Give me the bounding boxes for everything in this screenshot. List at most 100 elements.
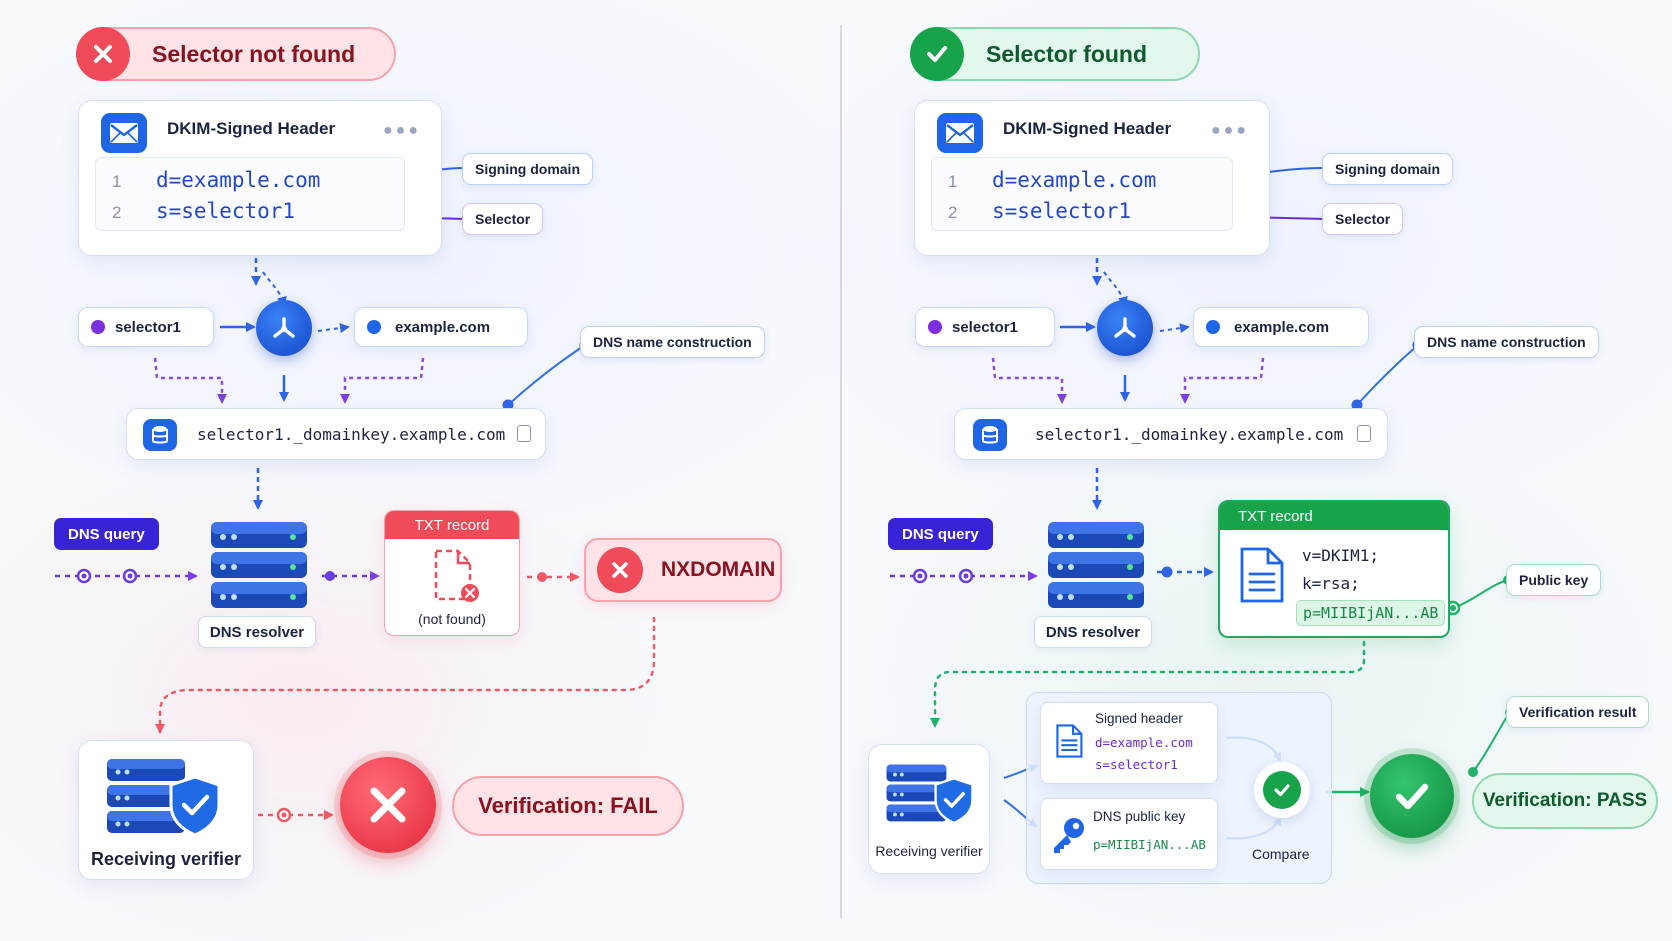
left-banner-text: Selector not found bbox=[152, 40, 356, 67]
envelope-icon bbox=[101, 113, 147, 153]
left-dkim-header-card: DKIM-Signed Header ●●● 1 2 d=example.com… bbox=[78, 100, 442, 256]
line-number: 1 bbox=[112, 172, 122, 191]
copy-icon[interactable] bbox=[1357, 425, 1371, 442]
left-status-banner: Selector not found bbox=[76, 27, 396, 81]
right-tag-selector: Selector bbox=[1322, 203, 1404, 235]
pill-label: selector1 bbox=[952, 318, 1018, 336]
selector-dot-icon bbox=[928, 320, 942, 334]
left-server-icon bbox=[207, 520, 311, 612]
nxdomain-badge: NXDOMAIN bbox=[584, 538, 782, 602]
badge-label: DNS query bbox=[902, 525, 979, 543]
left-selector-pill: selector1 bbox=[78, 307, 214, 347]
database-icon bbox=[973, 419, 1007, 451]
right-dns-resolver-label: DNS resolver bbox=[1034, 616, 1152, 648]
verification-text: Verification: FAIL bbox=[478, 793, 658, 818]
database-icon bbox=[143, 419, 177, 451]
envelope-icon bbox=[937, 113, 983, 153]
right-header-code: 1 2 d=example.com s=selector1 bbox=[931, 157, 1233, 231]
selector-dot-icon bbox=[91, 320, 105, 334]
left-txt-record-card: TXT record (not found) bbox=[384, 510, 520, 636]
right-dns-name-box: selector1._domainkey.example.com bbox=[954, 408, 1388, 460]
badge-label: DNS query bbox=[68, 525, 145, 543]
signed-header-selector: s=selector1 bbox=[1095, 757, 1178, 772]
tag-label: Selector bbox=[475, 211, 531, 227]
tag-label: Signing domain bbox=[475, 161, 580, 177]
left-dns-name-box: selector1._domainkey.example.com bbox=[126, 408, 546, 460]
right-status-banner: Selector found bbox=[910, 27, 1200, 81]
txt-line-public-key: p=MIIBIjAN...AB bbox=[1296, 600, 1446, 626]
right-server-icon bbox=[1044, 520, 1148, 612]
pill-label: example.com bbox=[1234, 318, 1330, 336]
file-missing-icon bbox=[430, 547, 480, 605]
right-receiving-verifier-card: Receiving verifier bbox=[868, 744, 990, 874]
right-tag-public-key: Public key bbox=[1506, 564, 1602, 596]
left-domain-pill: example.com bbox=[354, 307, 528, 347]
tag-label: DNS name construction bbox=[593, 334, 752, 350]
right-header-title: DKIM-Signed Header bbox=[1003, 119, 1172, 138]
dns-public-key-card: DNS public key p=MIIBIjAN...AB bbox=[1040, 798, 1218, 870]
txt-record-title: TXT record bbox=[385, 511, 519, 539]
right-tag-verification-result: Verification result bbox=[1506, 696, 1650, 728]
x-icon bbox=[597, 547, 643, 593]
line-number: 2 bbox=[112, 203, 122, 222]
nxdomain-text: NXDOMAIN bbox=[661, 558, 776, 581]
left-tag-dns-name-construction: DNS name construction bbox=[580, 326, 765, 358]
txt-not-found: (not found) bbox=[418, 611, 486, 627]
tag-label: Public key bbox=[1519, 572, 1589, 588]
code-line-selector: s=selector1 bbox=[156, 199, 296, 223]
right-banner-text: Selector found bbox=[986, 40, 1148, 67]
tag-label: Verification result bbox=[1519, 704, 1637, 720]
shield-check-icon bbox=[885, 761, 977, 825]
x-icon bbox=[76, 27, 130, 81]
domain-dot-icon bbox=[1206, 320, 1220, 334]
verification-pass-badge: Verification: PASS bbox=[1472, 773, 1658, 829]
check-icon bbox=[910, 27, 964, 81]
more-options-icon[interactable]: ●●● bbox=[383, 122, 421, 139]
left-tag-selector: Selector bbox=[462, 203, 544, 235]
right-tag-signing-domain: Signing domain bbox=[1322, 153, 1453, 185]
receiving-verifier-label: Receiving verifier bbox=[875, 843, 983, 859]
pass-check-icon bbox=[1370, 754, 1454, 838]
signed-header-title: Signed header bbox=[1095, 711, 1183, 726]
compare-check-icon bbox=[1254, 762, 1310, 818]
tag-label: Selector bbox=[1335, 211, 1391, 227]
right-domain-pill: example.com bbox=[1193, 307, 1369, 347]
right-dns-query-badge: DNS query bbox=[888, 518, 993, 550]
line-number: 1 bbox=[948, 172, 958, 191]
copy-icon[interactable] bbox=[517, 425, 531, 442]
right-tag-dns-name-construction: DNS name construction bbox=[1414, 326, 1599, 358]
fork-icon bbox=[1097, 300, 1153, 356]
right-selector-pill: selector1 bbox=[915, 307, 1055, 347]
verification-fail-badge: Verification: FAIL bbox=[452, 776, 684, 836]
left-header-title: DKIM-Signed Header bbox=[167, 119, 336, 138]
signed-header-domain: d=example.com bbox=[1095, 735, 1193, 750]
fail-x-icon bbox=[340, 757, 436, 853]
label-text: DNS resolver bbox=[1045, 623, 1141, 641]
verification-text: Verification: PASS bbox=[1482, 790, 1648, 811]
pill-label: example.com bbox=[395, 318, 491, 336]
left-dns-resolver-label: DNS resolver bbox=[198, 616, 316, 648]
compare-label: Compare bbox=[1252, 846, 1310, 862]
tag-label: DNS name construction bbox=[1427, 334, 1586, 350]
right-txt-record-card: TXT record v=DKIM1; k=rsa; p=MIIBIjAN...… bbox=[1218, 500, 1450, 638]
key-icon bbox=[1049, 815, 1087, 855]
code-line-domain: d=example.com bbox=[992, 168, 1157, 192]
left-tag-signing-domain: Signing domain bbox=[462, 153, 593, 185]
txt-line-version: v=DKIM1; bbox=[1302, 546, 1380, 565]
txt-record-title: TXT record bbox=[1220, 502, 1448, 530]
left-receiving-verifier-card: Receiving verifier bbox=[78, 740, 254, 880]
dns-name-text: selector1._domainkey.example.com bbox=[1035, 425, 1344, 444]
fork-icon bbox=[256, 300, 312, 356]
line-number: 2 bbox=[948, 203, 958, 222]
more-options-icon[interactable]: ●●● bbox=[1211, 122, 1249, 139]
label-text: DNS resolver bbox=[209, 623, 305, 641]
shield-check-icon bbox=[105, 755, 225, 837]
pill-label: selector1 bbox=[115, 318, 181, 336]
left-header-code: 1 2 d=example.com s=selector1 bbox=[95, 157, 405, 231]
signed-header-card: Signed header d=example.com s=selector1 bbox=[1040, 702, 1218, 784]
dns-public-key-value: p=MIIBIjAN...AB bbox=[1093, 837, 1206, 852]
domain-dot-icon bbox=[367, 320, 381, 334]
code-line-selector: s=selector1 bbox=[992, 199, 1132, 223]
code-line-domain: d=example.com bbox=[156, 168, 321, 192]
